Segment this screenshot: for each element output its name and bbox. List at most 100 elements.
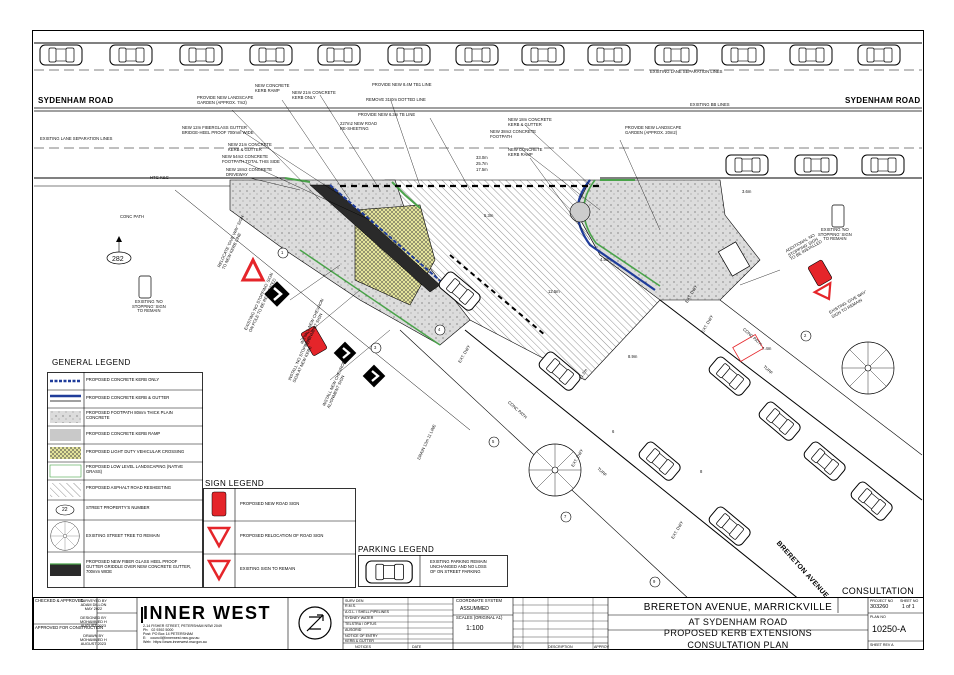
legend-fibreglass-gutter: PROPOSED NEW FIBER GLASS HEEL PROOF GUTT… (86, 559, 192, 574)
note-footpath-left: NEW 54m2 CONCRETE FOOTPATH TOTAL THIS SI… (222, 154, 280, 164)
tb-rev: REV (514, 645, 522, 649)
parking-legend-table (358, 555, 508, 587)
note-lane-lines-east: EXISTING LANE SEPARATION LINES (650, 69, 723, 74)
tb-notices: NOTICES (355, 645, 371, 649)
property-number-3: 3 (374, 345, 377, 350)
property-number-8: 8 (700, 469, 703, 474)
council-logo: INNER WEST (143, 603, 272, 623)
tb-service-0: SURV DEN (345, 599, 364, 603)
sign-legend-table (203, 488, 356, 588)
note-remove-dotted: REMOVE 31.0m DOTTED LINE (366, 97, 426, 102)
tb-title-1: BRERETON AVENUE, MARRICKVILLE (643, 602, 833, 613)
dim-6: 3.6m (742, 189, 752, 194)
sign-legend-relocation: PROPOSED RELOCATION OF ROAD SIGN (240, 533, 324, 538)
dim-1: 33.0m (476, 155, 488, 160)
chevron-sign-3 (362, 364, 386, 388)
legend-vehicular-crossing: PROPOSED LIGHT DUTY VEHICULAR CROSSING (86, 449, 185, 454)
tb-coord-label: COORDINATE SYSTEM (456, 598, 502, 603)
tb-drawn-by: DRAWN BY MOHAMMED H AUGUST 2023 (80, 634, 107, 646)
legend-property-number: STREET PROPERTY'S NUMBER (86, 505, 150, 510)
dim-7: 12.5m (548, 289, 560, 294)
note-kerb-gutter-left: NEW 21m CONCRETE KERB & GUTTER (228, 142, 272, 152)
tb-service-3: SYDNEY WATER (345, 616, 374, 620)
legend-asphalt: PROPOSED ASPHALT ROAD RESHEETING (86, 485, 172, 490)
parking-legend-item: EXISTING PARKING REMAIN UNCHANGED AND NO… (430, 559, 487, 574)
tb-designed-by: DESIGNED BY MOHAMMED H AUGUST 2023 (80, 616, 107, 628)
road-label-sydenham-east: SYDENHAM ROAD (845, 96, 921, 105)
no-stopping-new-sign-right (808, 259, 832, 301)
tb-title-3: PROPOSED KERB EXTENSIONS (663, 628, 813, 638)
property-number-markers (106, 247, 812, 588)
dim-10: 7.4m (762, 346, 772, 351)
property-number-9: 9 (653, 579, 656, 584)
leader-lines (231, 94, 781, 381)
tb-scale-label: SCALES (ORIGINAL A1) (456, 615, 503, 620)
tb-description: DESCRIPTION (548, 645, 573, 649)
tb-service-5: AUSGRID (345, 628, 362, 632)
title-block (33, 597, 924, 650)
note-road-resheeting: 227m2 NEW ROAD RE-SHEETING (340, 121, 377, 131)
tb-service-2: A.G.L. / SHELL PIPELINES (345, 610, 390, 614)
property-number-5: 5 (492, 439, 495, 444)
sign-legend-title: SIGN LEGEND (205, 479, 265, 488)
legend-footpath: PROPOSED FOOTPATH 80mm THICK PLAIN CONCR… (86, 410, 173, 420)
general-legend-title: GENERAL LEGEND (52, 358, 131, 367)
consultation-stamp: CONSULTATION (842, 586, 915, 596)
tb-service-4: TELSTRA / OPTUS (345, 622, 377, 626)
note-kerb-ramp: NEW CONCRETE KERB RAMP (255, 83, 290, 93)
note-conc-path-1: CONC PATH (120, 214, 145, 219)
dim-8: 8.9m (628, 354, 638, 359)
tb-service-7: KERB & GUTTER (345, 639, 374, 643)
note-bb-lines: EXISTING BB LINES (690, 102, 730, 107)
parked-cars-north (39, 44, 901, 66)
sign-legend-new: PROPOSED NEW ROAD SIGN (240, 501, 300, 506)
road-label-sydenham-west: SYDENHAM ROAD (38, 96, 114, 105)
give-way-sign-relocated (240, 256, 266, 282)
note-kerb-only: NEW 21m CONCRETE KERB ONLY (292, 90, 336, 100)
existing-sign-left (138, 275, 152, 299)
note-kerb-ramp-right: NEW CONCRETE KERB RAMP (508, 147, 543, 157)
tb-title-2: AT SYDENHAM ROAD (688, 617, 788, 627)
tb-sheet-no-label: SHEET NO (900, 599, 919, 603)
dim-2: 25.7m (476, 161, 488, 166)
tb-approved-construction: APPROVED FOR CONSTRUCTION (35, 625, 104, 630)
tb-plan-no: 10250-A (872, 624, 907, 634)
existing-sign-right (831, 204, 845, 228)
tb-date: DATE (412, 645, 422, 649)
note-lane-lines-west: EXISTING LANE SEPARATION LINES (40, 136, 113, 141)
tb-approv: APPROV (594, 645, 609, 649)
tb-project-no: 303260 (870, 604, 889, 610)
sign-legend-existing: EXISTING SIGN TO REMAIN (240, 566, 296, 571)
legend-kerb-ramp: PROPOSED CONCRETE KERB RAMP (86, 431, 161, 436)
property-number-2: 2 (804, 333, 807, 338)
legend-kerb-gutter: PROPOSED CONCRETE KERB & GUTTER (86, 395, 170, 400)
note-kerb-gutter-right: NEW 18m CONCRETE KERB & GUTTER (508, 117, 552, 127)
dim-3: 17.5m (476, 167, 488, 172)
legend-landscaping: PROPOSED LOW LEVEL LANDSCAPING (NATIVE G… (86, 464, 184, 474)
note-existing-sign-left: EXISTING 'NO STOPPING' SIGN TO REMAIN (132, 299, 166, 314)
note-landscape-left: PROVIDE NEW LANDSCAPE GARDEN (APPROX. 7m… (197, 95, 254, 105)
property-number-4: 4 (438, 327, 441, 332)
tb-coord-value: ASSUMMED (460, 606, 489, 612)
dim-5: 4.5m (600, 257, 610, 262)
parked-cars-south (725, 154, 905, 176)
property-number-1: 1 (281, 250, 284, 255)
note-landscape-right: PROVIDE NEW LANDSCAPE GARDEN (APPROX. 20… (625, 125, 682, 135)
dim-4: 5.3m (484, 213, 494, 218)
parking-legend-title: PARKING LEGEND (358, 545, 435, 554)
property-number-282: 282 (112, 256, 124, 263)
property-number-6: 6 (612, 429, 615, 434)
legend-street-tree: EXISTING STREET TREE TO REMAIN (86, 533, 160, 538)
note-driveway: NEW 18m2 CONCRETE DRIVEWAY (226, 167, 273, 177)
note-tb-line: PROVIDE NEW 6.3m TB LINE (358, 112, 416, 117)
tb-scale-value: 1:100 (466, 625, 484, 632)
general-legend-table (47, 372, 203, 588)
tb-surveyed-by: SURVEYED BY ADAM DILLON MAY 2022 (80, 599, 107, 611)
tb-checked-approved: CHECKED & APPROVED (35, 598, 84, 603)
note-htg: HTG K&G (150, 175, 169, 180)
tb-sheet-no: 1 of 1 (902, 604, 915, 610)
tb-council-address: 2-14 FISHER STREET, PETERSHAM NSW 2049 P… (143, 624, 222, 644)
note-tb1-line: PROVIDE NEW 8.4M TB1 LINE (372, 82, 432, 87)
tb-service-1: R.M.S. (345, 604, 356, 608)
chevron-sign-1 (264, 281, 290, 307)
